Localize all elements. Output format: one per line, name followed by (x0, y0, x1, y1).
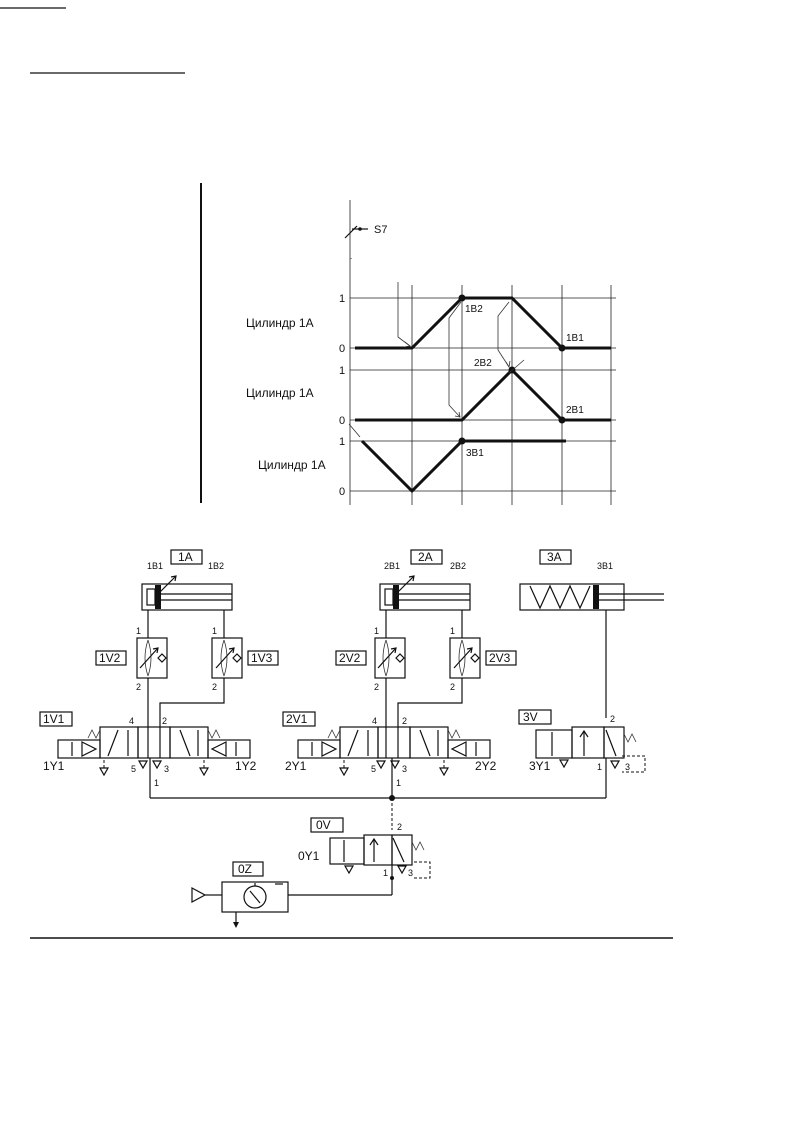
cylinder-1a: 1A 1B1 1B2 (141, 549, 233, 611)
label-3a-box (539, 549, 572, 565)
svg-text:2Y1: 2Y1 (285, 759, 307, 773)
svg-text:2A: 2A (418, 550, 433, 564)
svg-text:2: 2 (212, 682, 217, 692)
svg-text:3B1: 3B1 (466, 448, 484, 459)
label-1a-box (170, 549, 203, 565)
cylinder-2a: 2A 2B1 2B2 (379, 549, 471, 611)
svg-text:1: 1 (374, 626, 379, 636)
svg-text:3: 3 (402, 764, 407, 774)
row-label-1: Цилиндр 1А (246, 316, 314, 330)
point-3b1 (458, 437, 466, 445)
svg-text:0V: 0V (316, 818, 331, 832)
svg-text:2Y2: 2Y2 (475, 759, 497, 773)
svg-text:4: 4 (129, 716, 134, 726)
svg-text:0Y1: 0Y1 (298, 849, 320, 863)
cylinder-3a: 3A 3B1 (519, 549, 664, 611)
svg-text:1: 1 (212, 626, 217, 636)
svg-text:2: 2 (162, 716, 167, 726)
svg-text:3: 3 (625, 762, 630, 772)
svg-text:1: 1 (339, 293, 345, 305)
svg-text:3: 3 (164, 764, 169, 774)
svg-text:1: 1 (450, 626, 455, 636)
svg-text:2: 2 (402, 716, 407, 726)
label-2a-box (410, 549, 443, 565)
flow-valve-2v2: 2V2 (335, 637, 406, 679)
svg-text:2B1: 2B1 (566, 405, 584, 416)
svg-text:1: 1 (136, 626, 141, 636)
svg-text:1: 1 (597, 762, 602, 772)
svg-text:4: 4 (372, 716, 377, 726)
valve-3v: 3V 2 3Y1 1 3 (518, 709, 646, 798)
service-unit-0z: 0Z (191, 861, 392, 928)
svg-text:0: 0 (339, 486, 345, 498)
point-1b2 (458, 294, 466, 302)
svg-text:1V3: 1V3 (251, 651, 273, 665)
motion-cylinder-3 (360, 439, 566, 494)
signal-arrows (348, 282, 525, 438)
valve-0v: 0V 2 0Y1 1 3 (298, 817, 431, 895)
svg-text:1Y2: 1Y2 (235, 759, 257, 773)
svg-text:1: 1 (396, 778, 401, 788)
svg-text:2: 2 (136, 682, 141, 692)
svg-text:2: 2 (450, 682, 455, 692)
svg-text:1V1: 1V1 (43, 712, 65, 726)
svg-text:1Y1: 1Y1 (43, 759, 65, 773)
svg-text:3: 3 (408, 868, 413, 878)
svg-text:1: 1 (339, 365, 345, 377)
svg-text:2V1: 2V1 (286, 712, 308, 726)
svg-text:0Z: 0Z (238, 862, 252, 876)
function-diagram: S7 . Цилиндр 1А Цилиндр 1А Цилиндр 1А 1 … (200, 183, 616, 505)
svg-text:1B1: 1B1 (566, 333, 584, 344)
svg-text:0: 0 (339, 343, 345, 355)
s7-label: S7 (374, 224, 387, 236)
valve-2v1: 2V1 4 2 2Y1 (282, 711, 497, 798)
motion-cylinder-1 (355, 296, 611, 350)
svg-text:3Y1: 3Y1 (529, 759, 551, 773)
svg-text:0: 0 (339, 415, 345, 427)
point-1b1 (558, 344, 566, 352)
svg-text:2: 2 (610, 714, 615, 724)
point-2b1 (558, 416, 566, 424)
svg-text:2B2: 2B2 (474, 358, 492, 369)
flow-valve-1v3: 1V3 (211, 637, 279, 679)
port-numbers: 1 1 1 1 2 2 2 2 (136, 626, 455, 692)
svg-text:3A: 3A (547, 550, 562, 564)
diagram-grid (349, 200, 616, 505)
svg-text:1: 1 (154, 778, 159, 788)
svg-text:2V2: 2V2 (339, 651, 361, 665)
svg-text:2: 2 (397, 822, 402, 832)
svg-text:3V: 3V (523, 710, 538, 724)
svg-text:3B1: 3B1 (597, 561, 613, 571)
svg-text:1A: 1A (178, 550, 193, 564)
svg-text:.: . (350, 252, 352, 261)
svg-text:1: 1 (383, 868, 388, 878)
flow-valve-1v2: 1V2 (95, 637, 168, 679)
svg-text:2: 2 (374, 682, 379, 692)
valve-1v1: 1V1 4 2 1Y1 (39, 711, 257, 798)
svg-text:5: 5 (371, 764, 376, 774)
pneumatic-circuit: 1A 1B1 1B2 2A 2B1 2B2 3A 3B1 (39, 549, 664, 928)
flow-valve-2v3: 2V3 (449, 637, 517, 679)
svg-text:2B1: 2B1 (384, 561, 400, 571)
row-label-3: Цилиндр 1А (258, 458, 326, 472)
svg-text:1B2: 1B2 (465, 304, 483, 315)
svg-text:1B2: 1B2 (208, 561, 224, 571)
svg-text:2B2: 2B2 (450, 561, 466, 571)
svg-text:1B1: 1B1 (147, 561, 163, 571)
svg-text:1: 1 (339, 436, 345, 448)
switch-s7: S7 (344, 224, 387, 239)
row-label-2: Цилиндр 1А (246, 386, 314, 400)
svg-text:1V2: 1V2 (99, 651, 121, 665)
svg-text:5: 5 (131, 764, 136, 774)
svg-text:2V3: 2V3 (489, 651, 511, 665)
